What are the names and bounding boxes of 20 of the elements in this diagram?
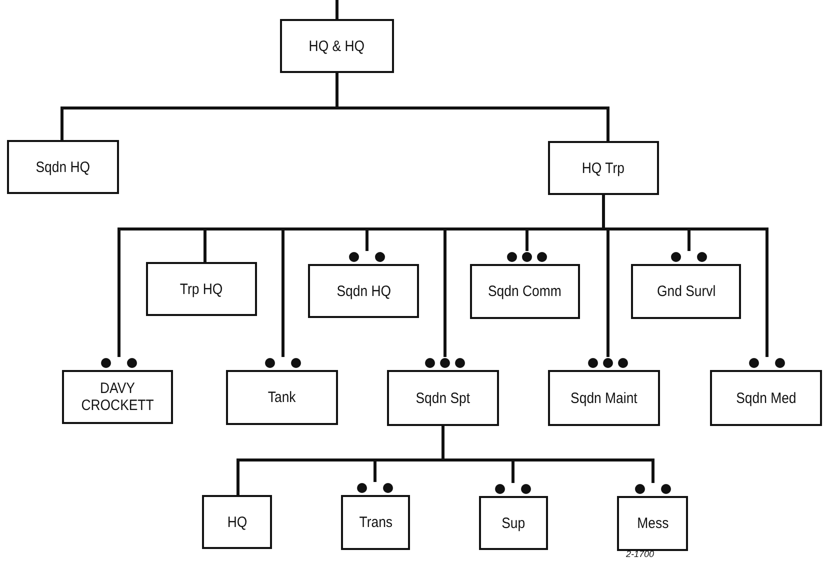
- unit-name: HQ: [227, 514, 247, 530]
- unit-name: HQ Trp: [582, 160, 625, 176]
- unit-name: Tank: [268, 389, 296, 406]
- unit-name: Sqdn HQ: [36, 158, 90, 176]
- unit-name: Sqdn Med: [736, 390, 796, 406]
- connector-line: [336, 0, 338, 19]
- connector-line: [336, 73, 610, 141]
- unit-name: HQ & HQ: [309, 38, 365, 54]
- unit-name: Gnd Survl: [656, 283, 716, 300]
- unit-name: Sqdn Maint: [570, 390, 638, 406]
- unit-name: Trp HQ: [180, 280, 223, 298]
- unit-name: Sqdn Spt: [416, 390, 470, 406]
- connector-line: [442, 426, 654, 483]
- unit-name: Sup: [502, 514, 526, 532]
- unit-name: Mess: [636, 515, 668, 532]
- unit-name: Sqdn Comm: [488, 283, 562, 300]
- unit-name: Trans: [358, 514, 392, 531]
- unit-name: Sqdn HQ: [336, 282, 391, 300]
- unit-name: DAVY CROCKETT: [80, 380, 155, 414]
- figure-number: 2-1700: [626, 549, 654, 559]
